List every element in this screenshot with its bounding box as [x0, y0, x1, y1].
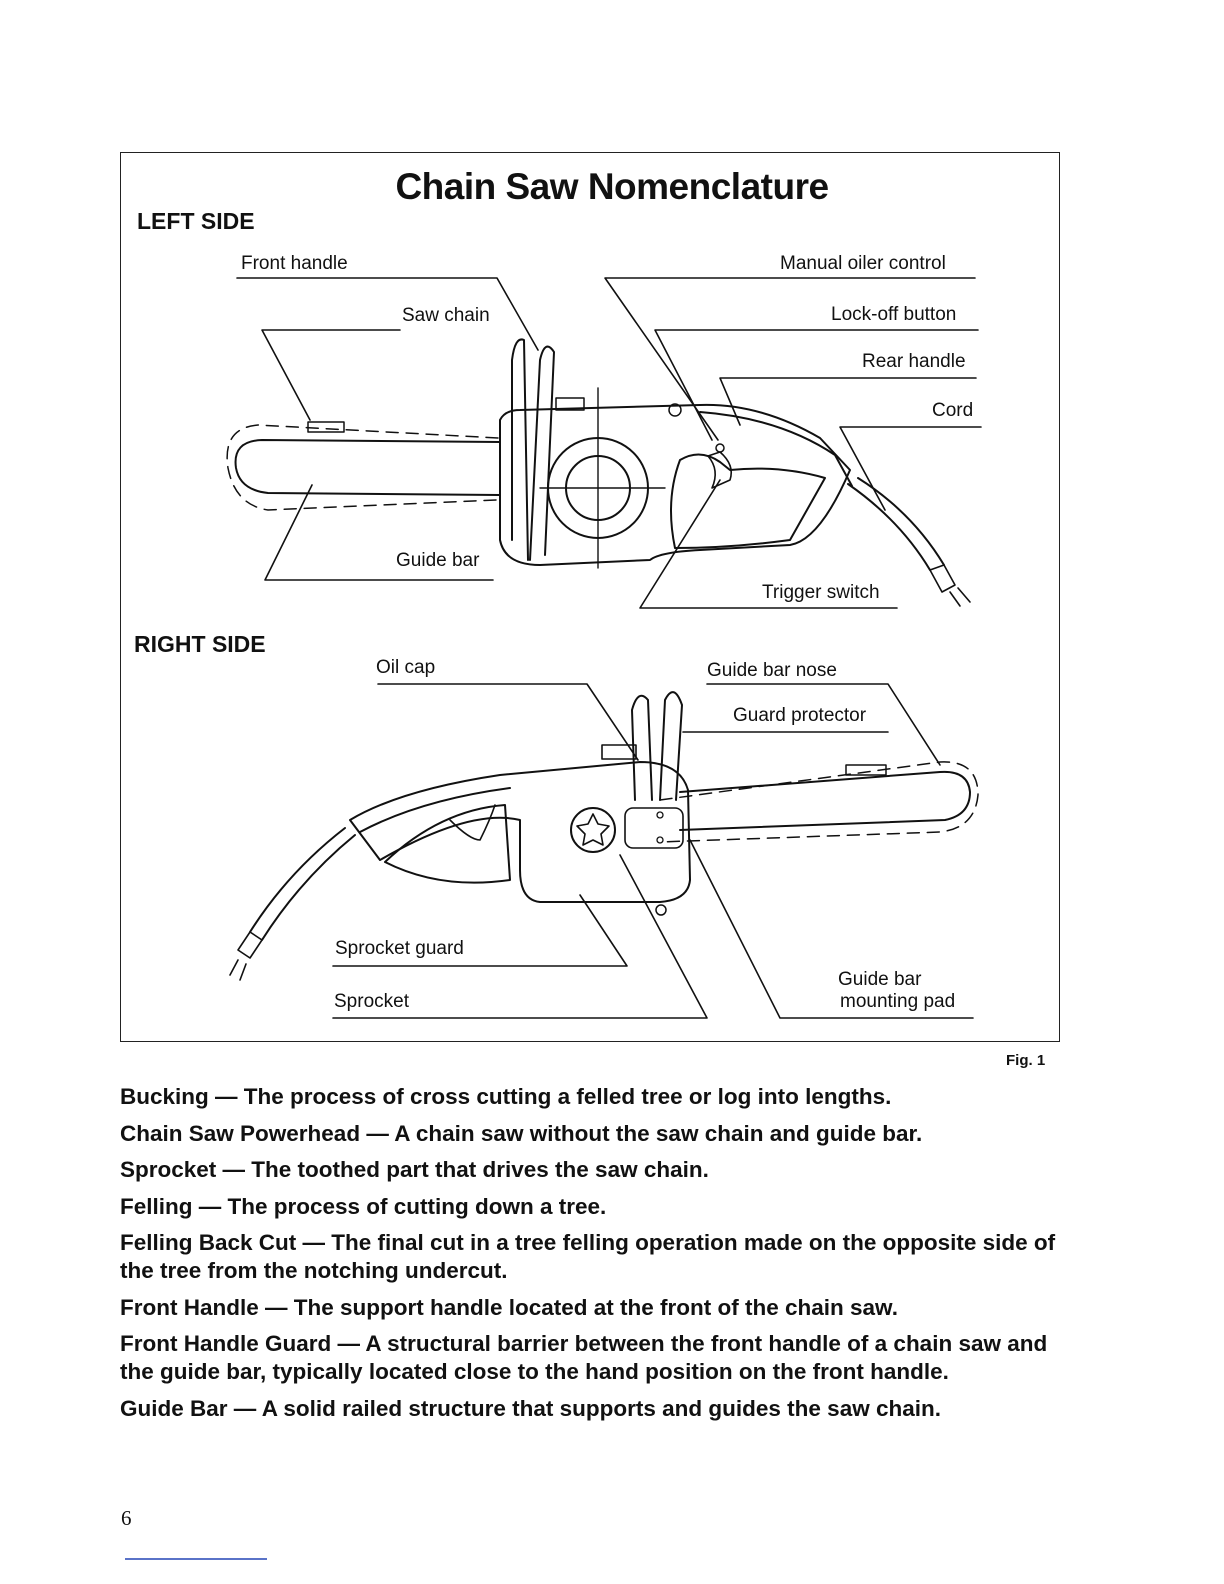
- definition-item: Felling — The process of cutting down a …: [120, 1193, 607, 1219]
- definition-item: Felling Back Cut — The final cut in a tr…: [120, 1230, 1056, 1283]
- right-leader-lines: [332, 683, 974, 1019]
- definition-item: Sprocket — The toothed part that drives …: [120, 1157, 709, 1182]
- label-guide-bar: Guide bar: [396, 550, 480, 571]
- figure-title: Chain Saw Nomenclature: [395, 166, 829, 207]
- left-leader-lines: [236, 277, 982, 609]
- definition-item: Guide Bar — A solid railed structure tha…: [120, 1395, 941, 1421]
- label-guard-protector: Guard protector: [733, 705, 867, 726]
- label-front-handle: Front handle: [241, 253, 348, 274]
- label-manual-oiler-control: Manual oiler control: [780, 253, 946, 274]
- label-guide-bar-mounting-pad-line1: Guide bar: [838, 969, 922, 990]
- definitions-list: Bucking — The process of cross cutting a…: [120, 1083, 1065, 1431]
- label-sprocket-guard: Sprocket guard: [335, 938, 464, 959]
- definition-item: Bucking — The process of cross cutting a…: [120, 1084, 892, 1109]
- label-cord: Cord: [932, 400, 974, 421]
- page-number: 6: [121, 1506, 132, 1530]
- label-guide-bar-nose: Guide bar nose: [707, 660, 837, 681]
- label-rear-handle: Rear handle: [862, 351, 966, 372]
- right-side-heading: RIGHT SIDE: [134, 631, 266, 657]
- figure-caption: Fig. 1: [1006, 1052, 1046, 1069]
- label-oil-cap: Oil cap: [376, 657, 436, 678]
- label-saw-chain: Saw chain: [402, 305, 490, 326]
- definition-item: Front Handle — The support handle locate…: [120, 1294, 898, 1320]
- label-trigger-switch: Trigger switch: [762, 582, 880, 603]
- definition-item: Front Handle Guard — A structural barrie…: [120, 1331, 1048, 1384]
- figure-frame: [120, 152, 1060, 1042]
- label-lock-off-button: Lock-off button: [831, 304, 957, 325]
- bottom-divider: [125, 1558, 267, 1560]
- label-sprocket: Sprocket: [334, 991, 409, 1012]
- definition-item: Chain Saw Powerhead — A chain saw withou…: [120, 1120, 923, 1146]
- label-guide-bar-mounting-pad-line2: mounting pad: [840, 991, 956, 1012]
- left-side-heading: LEFT SIDE: [137, 208, 255, 234]
